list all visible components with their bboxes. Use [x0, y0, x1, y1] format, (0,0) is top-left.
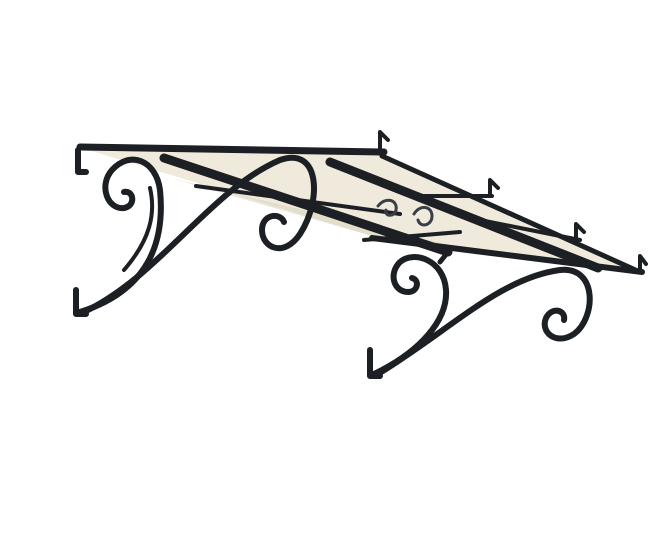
hook-top-2: [488, 178, 500, 198]
hook-top-4: [638, 254, 648, 274]
left-bracket-sweep: [81, 154, 317, 315]
rafter-3: [379, 153, 643, 275]
left-wall-mount-top: [75, 147, 89, 175]
left-bracket-inner-curl: [122, 186, 155, 272]
panel-scroll-2: [412, 206, 434, 227]
purlin-3: [362, 230, 462, 242]
right-bracket-strut: [437, 249, 451, 265]
panel-scroll-1: [376, 198, 398, 217]
iron-frame: [73, 130, 648, 379]
left-bracket-arm: [77, 156, 164, 315]
hook-top-1: [378, 130, 390, 152]
right-bracket-arm: [371, 254, 450, 377]
right-bracket-sweep: [375, 266, 593, 377]
rafter-2: [325, 157, 603, 273]
purlin-2: [468, 216, 582, 242]
hook-top-3: [574, 222, 586, 242]
wall-rail: [76, 143, 388, 156]
